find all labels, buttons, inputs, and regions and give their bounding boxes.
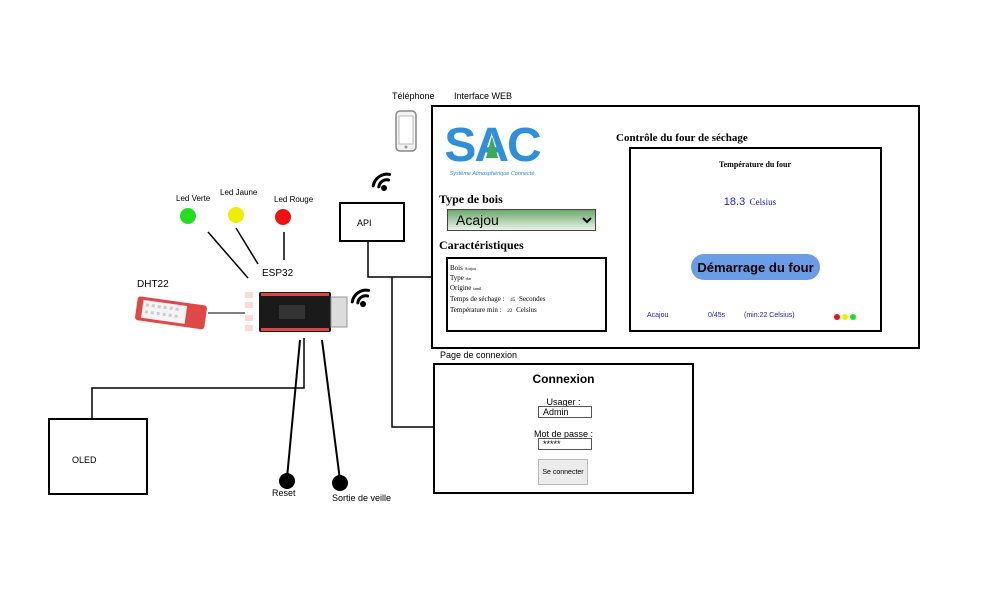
wifi-icon xyxy=(347,284,375,310)
password-label: Mot de passe : xyxy=(533,429,594,439)
reset-button[interactable] xyxy=(279,473,295,489)
dht22-label: DHT22 xyxy=(137,279,169,290)
esp32-board-icon xyxy=(245,287,350,337)
yellow-led-icon xyxy=(228,207,244,223)
page-title: Contrôle du four de séchage xyxy=(616,132,748,144)
temperature-readout: 18.3 Celsius xyxy=(630,192,870,210)
sac-logo-subtitle: Système Atmosphérique Connecté xyxy=(450,171,535,177)
status-time: 0/45s xyxy=(708,312,726,319)
status-green-led-icon xyxy=(850,314,856,320)
led-yellow-label: Led Jaune xyxy=(220,188,258,197)
login-title: Connexion xyxy=(532,372,595,386)
status-min-temp: (min:22 Celsius) xyxy=(744,312,795,319)
phone-icon xyxy=(395,110,417,152)
char-key: Temps de séchage : xyxy=(450,295,505,303)
status-wood: Acajou xyxy=(647,312,669,319)
char-key: Origine xyxy=(450,284,472,292)
telephone-label: Téléphone xyxy=(392,91,435,101)
red-led-icon xyxy=(275,209,291,225)
char-row: Temps de séchage : 45 Secondes xyxy=(450,295,545,303)
web-interface-label: Interface WEB xyxy=(454,91,513,101)
char-row: Origine tamil xyxy=(450,284,481,292)
led-green-label: Led Verte xyxy=(176,194,211,203)
led-red-label: Led Rouge xyxy=(274,195,314,204)
char-value: dur xyxy=(465,276,471,281)
wood-type-select[interactable]: Acajou xyxy=(447,209,596,231)
reset-label: Reset xyxy=(272,488,296,498)
temperature-panel xyxy=(629,147,882,332)
temperature-value: 18.3 xyxy=(723,196,746,208)
username-field[interactable]: Admin xyxy=(538,406,592,418)
char-unit: Secondes xyxy=(519,295,546,303)
api-label: API xyxy=(357,218,372,228)
api-box: API xyxy=(339,202,405,242)
password-field[interactable]: ***** xyxy=(538,438,592,450)
sac-logo: SAC Système Atmosphérique Connecté xyxy=(441,116,543,178)
green-led-icon xyxy=(180,208,196,224)
char-value: Acajou xyxy=(464,266,477,271)
char-row: Bois Acajou xyxy=(450,264,476,272)
char-key: Type xyxy=(450,274,464,282)
char-value: 45 xyxy=(510,298,516,303)
wake-label: Sortie de veille xyxy=(332,493,392,503)
oled-label: OLED xyxy=(72,455,97,465)
char-value: tamil xyxy=(473,286,482,291)
oled-box: OLED xyxy=(48,418,148,495)
char-row: Température min : 22 Celsius xyxy=(450,306,537,314)
char-value: 22 xyxy=(507,309,513,314)
login-page-label: Page de connexion xyxy=(440,350,518,360)
wood-type-heading: Type de bois xyxy=(439,192,503,206)
status-yellow-led-icon xyxy=(842,314,848,320)
char-key: Température min : xyxy=(450,306,502,314)
wake-button[interactable] xyxy=(332,475,348,491)
char-key: Bois xyxy=(450,264,463,272)
char-row: Type dur xyxy=(450,274,471,282)
dht22-sensor-icon xyxy=(134,295,210,331)
username-label: Usager : xyxy=(546,397,581,407)
temperature-title: Température du four xyxy=(719,160,791,169)
wifi-icon xyxy=(368,168,396,194)
characteristics-box: Bois Acajou Type dur Origine tamil Temps… xyxy=(446,257,607,332)
start-oven-button[interactable]: Démarrage du four xyxy=(691,254,820,280)
char-unit: Celsius xyxy=(516,306,537,314)
temperature-unit: Celsius xyxy=(749,197,777,207)
characteristics-heading: Caractéristiques xyxy=(439,238,524,252)
login-button[interactable]: Se connecter xyxy=(538,459,588,485)
esp32-label: ESP32 xyxy=(262,268,294,279)
status-red-led-icon xyxy=(834,314,840,320)
